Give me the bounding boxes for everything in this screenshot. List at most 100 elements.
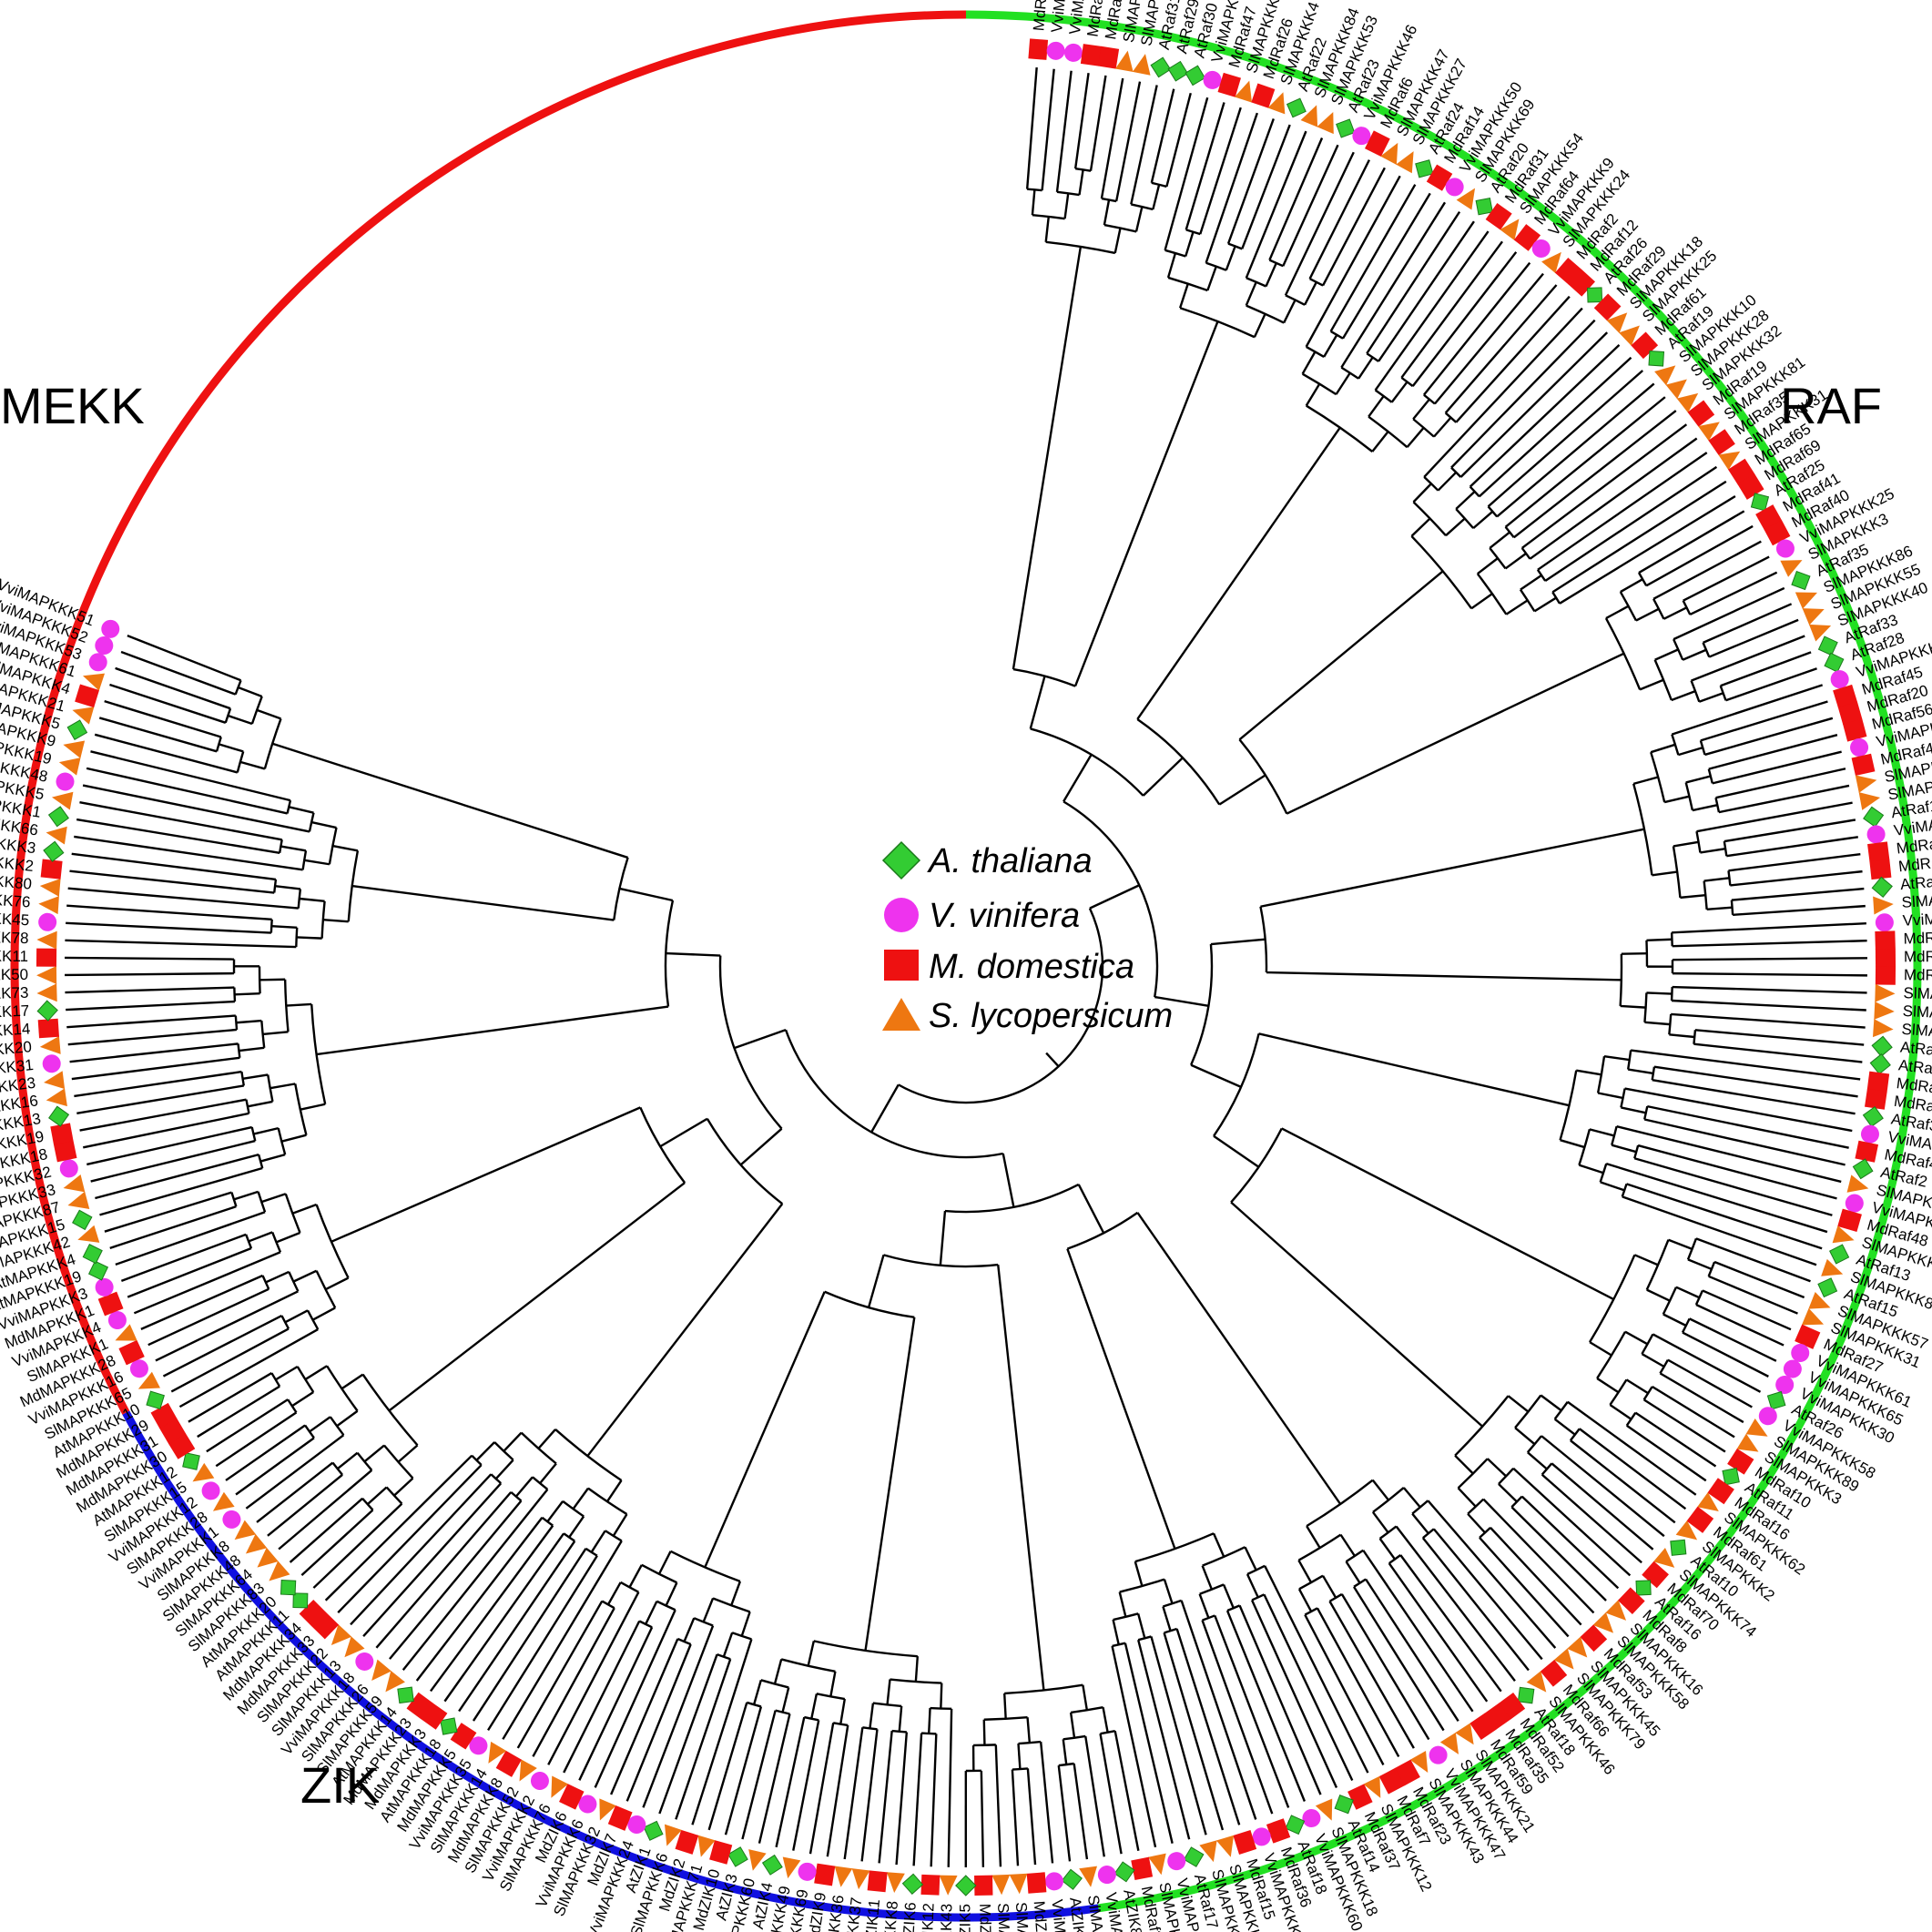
branch-radial: [1329, 184, 1417, 332]
branch-radial: [74, 835, 303, 871]
branch-radial: [1297, 1560, 1313, 1583]
branch-arc: [215, 737, 222, 752]
leaf-label: MdRaf24: [1903, 929, 1932, 948]
species-marker: [1540, 1659, 1568, 1687]
branch-radial: [1477, 557, 1499, 575]
branch-radial: [1063, 193, 1070, 219]
branch-radial: [939, 1210, 947, 1266]
branch-radial: [1365, 1578, 1459, 1722]
branch-radial: [1553, 1418, 1576, 1436]
branch-arc: [1707, 768, 1713, 784]
subfamily-labels: RAF ZIK MEKK: [0, 377, 1882, 1814]
branch-arc: [1330, 330, 1344, 340]
branch-arc: [1306, 404, 1374, 452]
branch-radial: [300, 1509, 374, 1577]
branch-radial: [271, 742, 628, 859]
branch-radial: [1609, 1403, 1632, 1420]
species-marker: [1873, 896, 1894, 915]
branch-radial: [1411, 251, 1518, 387]
branch-radial: [1113, 228, 1122, 254]
species-marker: [72, 1209, 93, 1231]
branch-arc: [541, 1516, 554, 1527]
raf-arc: [965, 10, 1922, 1913]
branch-arc: [308, 812, 315, 832]
species-marker: [1315, 1798, 1333, 1821]
species-marker: [1097, 1866, 1116, 1885]
branch-radial: [259, 978, 286, 981]
branch-radial: [1529, 437, 1698, 560]
species-marker: [269, 1561, 290, 1581]
branch-radial: [1520, 1495, 1620, 1590]
branch-radial: [86, 1125, 252, 1166]
branch-arc: [693, 1617, 714, 1627]
species-marker: [36, 930, 57, 950]
leaf-label: MdZIK13: [976, 1904, 994, 1932]
branch-radial: [1708, 1275, 1798, 1315]
branch-arc: [746, 1701, 762, 1708]
species-marker: [886, 1872, 905, 1893]
species-marker: [1251, 83, 1276, 108]
branch-radial: [90, 750, 291, 802]
branch-radial: [1733, 904, 1866, 917]
species-marker: [1845, 1194, 1864, 1213]
branch-radial: [227, 714, 253, 726]
branch-radial: [304, 1365, 328, 1381]
branch-radial: [66, 921, 271, 934]
branch-radial: [1002, 1153, 1015, 1208]
species-marker: [150, 1402, 178, 1429]
species-marker: [1832, 1225, 1855, 1244]
species-marker: [1764, 520, 1791, 546]
branch-radial: [1266, 971, 1622, 981]
branch-radial: [65, 971, 235, 977]
branch-radial: [1667, 1358, 1753, 1408]
branch-radial: [1150, 88, 1175, 184]
species-marker: [675, 1829, 699, 1855]
legend-square-icon: [884, 950, 919, 981]
branch-radial: [1621, 1106, 1647, 1114]
branch-arc: [1487, 505, 1499, 518]
branch-radial: [864, 1317, 916, 1652]
branch-radial: [1635, 607, 1660, 622]
branch-radial: [1560, 1139, 1585, 1149]
branch-arc: [1467, 1498, 1485, 1515]
branch-radial: [1579, 1428, 1687, 1510]
branch-radial: [253, 1126, 279, 1135]
branch-radial: [1130, 85, 1158, 205]
branch-radial: [299, 897, 325, 903]
species-marker: [1567, 1636, 1588, 1658]
branch-radial: [659, 1117, 708, 1148]
species-marker: [1063, 43, 1083, 62]
legend-circle-icon: [884, 898, 919, 932]
branch-radial: [675, 1658, 732, 1820]
species-marker: [1833, 684, 1857, 708]
branch-radial: [1559, 495, 1736, 605]
branch-radial: [1166, 252, 1177, 279]
species-marker: [1795, 1324, 1821, 1349]
branch-radial: [260, 1193, 287, 1204]
branch-radial: [514, 1476, 534, 1498]
branch-arc: [1541, 1462, 1553, 1476]
branch-radial: [1084, 1735, 1105, 1857]
branch-radial: [1163, 1579, 1174, 1604]
branch-radial: [1706, 906, 1733, 911]
branch-radial: [870, 1083, 900, 1134]
branch-radial: [1444, 284, 1558, 414]
branch-radial: [1136, 1212, 1342, 1505]
species-marker: [920, 1874, 941, 1896]
branch-radial: [1388, 1562, 1489, 1703]
species-marker: [1736, 1433, 1759, 1452]
species-marker: [47, 806, 69, 828]
species-marker: [1317, 112, 1334, 135]
branch-radial: [1142, 757, 1184, 797]
branch-arc: [277, 1127, 287, 1155]
branch-radial: [590, 1530, 606, 1553]
branch-radial: [389, 1500, 523, 1660]
branch-arc: [1302, 372, 1337, 396]
species-marker: [1775, 539, 1795, 558]
species-marker: [129, 1359, 148, 1378]
branch-radial: [330, 1106, 641, 1243]
branch-radial: [1062, 1739, 1068, 1765]
branch-radial: [578, 1626, 654, 1781]
branch-arc: [1012, 1767, 1028, 1771]
branch-radial: [1301, 351, 1317, 375]
